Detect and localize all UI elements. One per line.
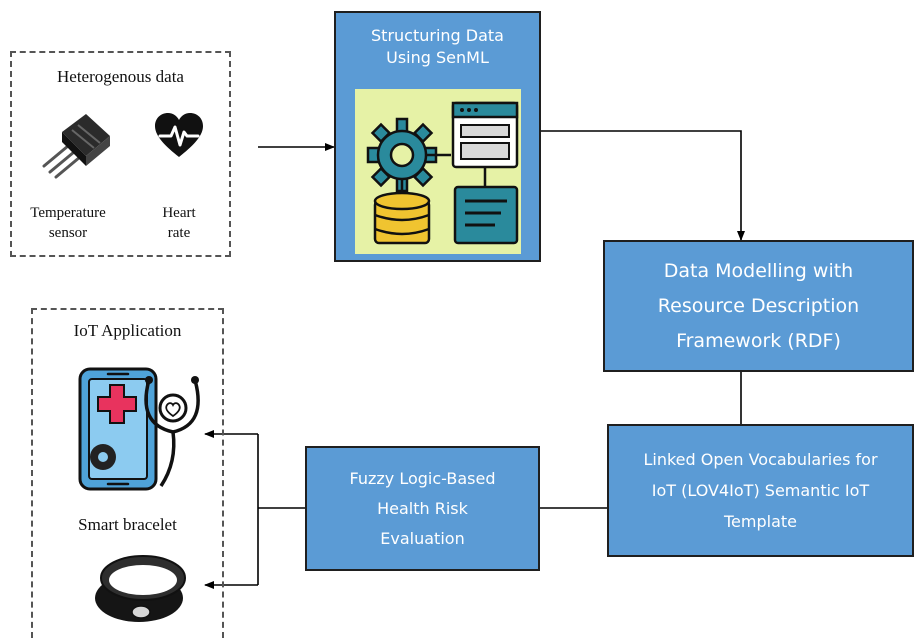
temperature-sensor-label: Temperature sensor [30,205,106,241]
senml-illustration [355,89,521,254]
rdf-box-label: Data Modelling with Resource Description… [657,259,860,352]
smart-bracelet-icon [95,555,186,622]
heterogenous-data-panel: Heterogenous data Temperature sensor Hea… [10,51,231,257]
document-icon [453,185,519,245]
heart-rate-label: Heart rate [162,205,196,241]
fuzzy-logic-box: Fuzzy Logic-Based Health Risk Evaluation [305,446,540,571]
smart-bracelet-label: Smart bracelet [78,515,177,534]
lov4iot-box-label: Linked Open Vocabularies for IoT (LOV4Io… [643,450,878,531]
temperature-sensor-icon [42,114,110,179]
iot-application-panel: IoT Application Smart bracelet [31,308,224,638]
senml-box-title: Structuring Data Using SenML [371,26,504,67]
rdf-box: Data Modelling with Resource Description… [603,240,914,372]
stethoscope-icon [144,376,200,487]
gear-icon [366,117,438,193]
browser-window-icon [451,101,519,169]
senml-box: Structuring Data Using SenML [334,11,541,262]
iot-application-title: IoT Application [73,321,182,340]
heart-rate-icon [155,113,203,157]
heterogenous-data-title: Heterogenous data [57,67,184,86]
database-icon [373,191,431,245]
smartphone-medical-icon [78,367,158,491]
arrow-senml-to-rdf [541,130,745,241]
lov4iot-box: Linked Open Vocabularies for IoT (LOV4Io… [607,424,914,557]
fuzzy-logic-box-label: Fuzzy Logic-Based Health Risk Evaluation [349,468,496,548]
